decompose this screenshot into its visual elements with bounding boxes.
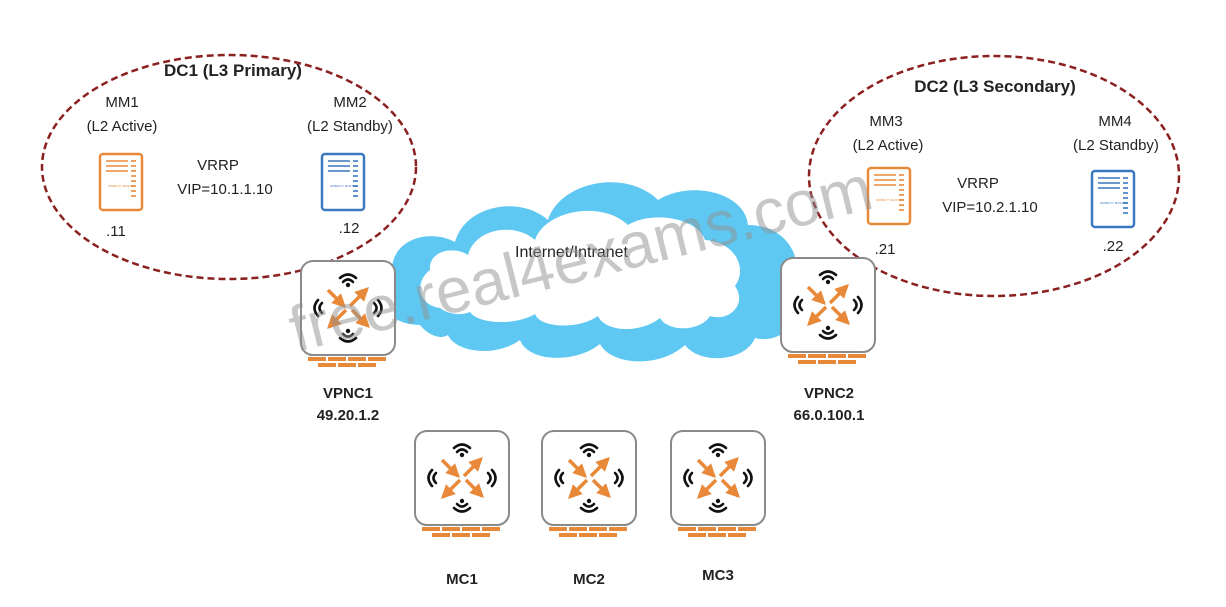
mm2-name: MM2: [333, 94, 366, 111]
svg-text:MOBILITY MASTER: MOBILITY MASTER: [876, 198, 904, 202]
mc3-controller: MC3: [671, 431, 765, 584]
mm3-name: MM3: [869, 113, 902, 130]
mm3-role: (L2 Active): [853, 137, 924, 154]
vpnc2-controller-icon: [781, 258, 875, 364]
mm4-role: (L2 Standby): [1073, 137, 1159, 154]
dc1-vrrp-label: VRRP: [197, 157, 239, 174]
mm2-server-icon: MOBILITY MASTER: [320, 152, 366, 212]
mc1-controller-icon: [415, 431, 509, 537]
mm4-server-icon: MOBILITY MASTER: [1090, 169, 1136, 229]
cloud-inner: [420, 210, 741, 330]
vpnc2-name: VPNC2: [804, 385, 854, 402]
mm2-ip: .12: [339, 220, 360, 237]
dc2-group: DC2 (L3 Secondary) MM3 (L2 Active) MOBIL…: [807, 54, 1181, 298]
dc2-title: DC2 (L3 Secondary): [914, 77, 1076, 96]
mm3-server-icon: MOBILITY MASTER: [866, 166, 912, 226]
mm1-ip: .11: [106, 223, 126, 240]
mc2-name: MC2: [573, 571, 605, 588]
dc2-vrrp-label: VRRP: [957, 175, 999, 192]
dc2-vip: VIP=10.2.1.10: [942, 199, 1038, 216]
vpnc1-name: VPNC1: [323, 385, 373, 402]
dc2-boundary: [807, 54, 1181, 298]
mm1-name: MM1: [105, 94, 138, 111]
svg-text:MOBILITY MASTER: MOBILITY MASTER: [330, 184, 358, 188]
mc2-controller-icon: [542, 431, 636, 537]
mm1-role: (L2 Active): [87, 118, 158, 135]
mc3-name: MC3: [702, 567, 734, 584]
mm4-name: MM4: [1098, 113, 1131, 130]
dc1-boundary: [40, 53, 418, 281]
mc3-controller-icon: [671, 431, 765, 537]
svg-text:MOBILITY MASTER: MOBILITY MASTER: [1100, 201, 1128, 205]
mm2-role: (L2 Standby): [307, 118, 393, 135]
cloud: Internet/Intranet: [380, 182, 797, 362]
svg-text:MOBILITY MASTER: MOBILITY MASTER: [108, 184, 136, 188]
dc1-title: DC1 (L3 Primary): [164, 61, 302, 80]
mc2-controller: MC2: [542, 431, 636, 588]
mm4-ip: .22: [1103, 238, 1124, 255]
dc1-vip: VIP=10.1.1.10: [177, 181, 273, 198]
vpnc1-ip: 49.20.1.2: [317, 407, 380, 424]
vpnc2-controller: VPNC2 66.0.100.1: [781, 258, 875, 424]
mm1-server-icon: MOBILITY MASTER: [98, 152, 144, 212]
mc1-name: MC1: [446, 571, 478, 588]
cloud-label: Internet/Intranet: [515, 244, 629, 261]
dc1-group: DC1 (L3 Primary) MM1 (L2 Active) MOBILIT…: [40, 53, 418, 281]
mm3-ip: .21: [875, 241, 896, 258]
mc1-controller: MC1: [415, 431, 509, 588]
vpnc2-ip: 66.0.100.1: [794, 407, 865, 424]
vpnc1-controller: VPNC1 49.20.1.2: [301, 261, 395, 424]
